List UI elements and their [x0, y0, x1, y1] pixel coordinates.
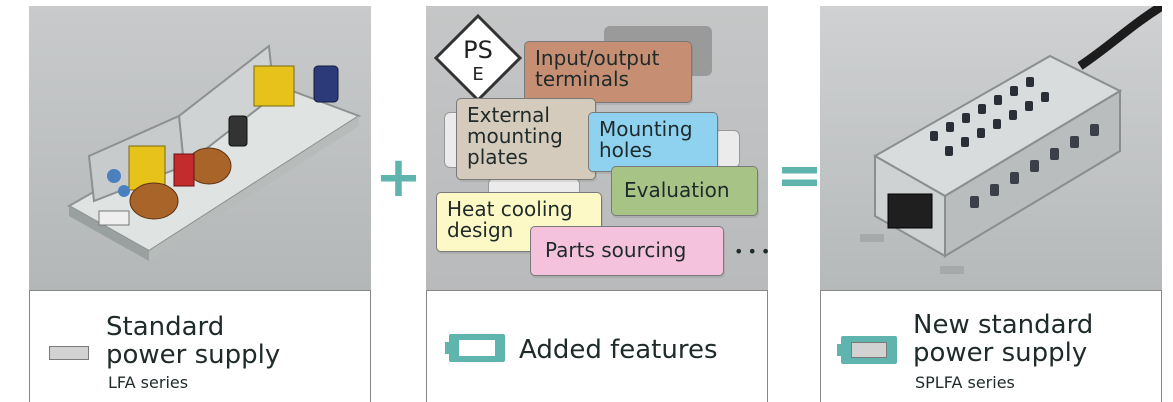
tag-line: Mounting: [599, 117, 693, 141]
added-features-label: Added features: [519, 335, 718, 365]
tag-input-output-terminals: Input/output terminals: [524, 41, 692, 103]
standard-power-supply-caption: Standard power supply LFA series: [29, 290, 371, 402]
pse-bottom: E: [472, 64, 483, 85]
new-standard-title-line1: New standard: [913, 310, 1094, 340]
tag-line: External: [467, 103, 550, 127]
open-frame-power-supply-photo: [29, 6, 371, 290]
enclosed-unit-illustration: [860, 6, 1162, 274]
new-standard-power-supply-panel: New standard power supply SPLFA series: [820, 6, 1162, 402]
standard-title-line2: power supply: [106, 340, 281, 370]
gray-battery-icon: [49, 346, 89, 360]
tag-line: terminals: [535, 67, 629, 91]
tag-evaluation: Evaluation: [611, 166, 758, 216]
teal-battery-icon: [445, 334, 505, 362]
tag-line: design: [447, 218, 514, 242]
tag-mounting-holes: Mounting holes: [588, 112, 718, 172]
feature-tags-area: PS E Input/output terminals External mou…: [426, 6, 768, 290]
tag-heat-cooling-design: Heat cooling design: [436, 192, 602, 252]
enclosed-power-supply-photo: [820, 6, 1162, 290]
open-frame-board-illustration: [66, 44, 362, 261]
plus-sign: +: [375, 145, 422, 210]
new-standard-subtitle: SPLFA series: [915, 373, 1015, 392]
ghost-box: [714, 130, 740, 168]
tag-line: plates: [467, 145, 529, 169]
standard-subtitle: LFA series: [108, 373, 189, 392]
tag-line: holes: [599, 138, 653, 162]
tag-line: Heat cooling: [447, 197, 573, 221]
pse-mark-icon: PS E: [434, 14, 522, 102]
ellipsis-dots: ••••: [734, 242, 768, 261]
tag-line: Input/output: [535, 46, 660, 70]
new-standard-power-supply-caption: New standard power supply SPLFA series: [820, 290, 1162, 402]
tag-line: Evaluation: [624, 178, 730, 202]
tag-parts-sourcing: Parts sourcing: [530, 226, 724, 276]
added-features-panel: PS E Input/output terminals External mou…: [426, 6, 768, 402]
tag-external-mounting-plates: External mounting plates: [456, 98, 596, 180]
pse-top: PS: [463, 36, 493, 64]
new-standard-title-line2: power supply: [913, 338, 1088, 368]
added-features-caption: Added features: [426, 290, 768, 402]
tag-line: mounting: [467, 124, 563, 148]
teal-gray-battery-icon: [837, 336, 897, 364]
standard-title-line1: Standard: [106, 312, 225, 342]
standard-power-supply-panel: Standard power supply LFA series: [29, 6, 371, 402]
tag-line: Parts sourcing: [545, 238, 687, 262]
equals-sign: =: [776, 143, 823, 208]
